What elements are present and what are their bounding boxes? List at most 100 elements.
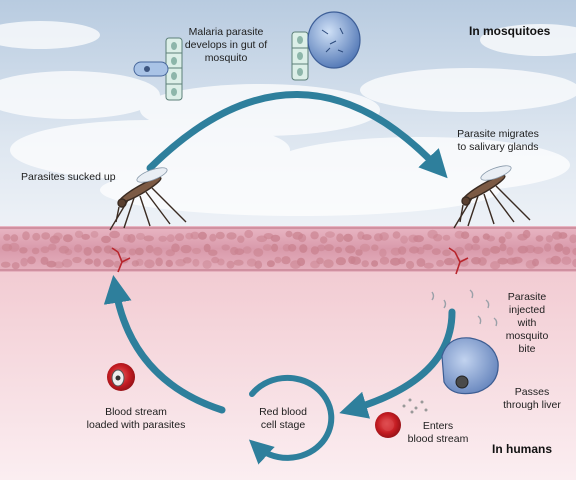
vessel-cell <box>416 258 426 267</box>
mosquito-icon <box>453 165 531 229</box>
vessel-cell <box>32 232 41 241</box>
vessel-cell <box>64 248 73 256</box>
vessel-cell <box>72 256 82 264</box>
cycle-arrow-left <box>103 274 226 414</box>
gut-cells-icon <box>133 37 183 101</box>
vessel-cell <box>287 244 297 252</box>
vessel-cell <box>192 258 200 267</box>
vessel-cell <box>180 244 192 254</box>
vessel-cell <box>217 258 225 266</box>
vessel-cell <box>379 248 387 257</box>
vessel-cell <box>561 256 572 265</box>
liver-cell-icon <box>441 337 499 395</box>
vessel-cell <box>208 249 218 256</box>
vessel-cell <box>397 246 407 255</box>
vessel-cell <box>3 234 11 241</box>
vessel-cell <box>371 260 379 267</box>
vessel-cell <box>46 260 57 268</box>
vessel-cell <box>323 259 334 268</box>
cycle-arrow-right <box>339 308 456 419</box>
vessel-cell <box>84 258 94 265</box>
red-cell-stage-loop <box>248 374 335 465</box>
vessel-cell <box>53 261 65 269</box>
vessel-cell <box>27 256 36 265</box>
vessel-cell <box>350 256 361 265</box>
vessel-cell <box>320 236 328 244</box>
vessel-cell <box>499 243 507 252</box>
vessel-cell <box>535 235 544 242</box>
vessel-cell <box>359 243 371 252</box>
vessel-cell <box>504 231 513 240</box>
vessel-cell <box>192 247 201 255</box>
vessel-cell <box>19 247 28 254</box>
vessel-cell <box>221 244 230 251</box>
vessel-cell <box>8 242 20 252</box>
vessel-cell <box>266 260 275 268</box>
region-title-humans: In humans <box>492 442 553 456</box>
vessel-cell <box>572 258 576 268</box>
vessel-cell <box>113 260 121 268</box>
vessel-cell <box>506 246 514 256</box>
vessel-cell <box>31 247 40 255</box>
vessel-cell <box>310 231 319 240</box>
vessel-cell <box>135 247 144 256</box>
vessel-cell <box>109 247 120 256</box>
vessel-cell <box>545 235 554 243</box>
vessel-cell <box>171 243 180 253</box>
vessel-cell <box>103 259 114 268</box>
vessel-cell <box>233 259 244 266</box>
vessel-cell <box>209 233 217 242</box>
vessel-cell <box>215 231 225 240</box>
vessel-cell <box>83 247 92 256</box>
vessel-cell <box>486 235 495 242</box>
vessel-cell <box>554 243 564 252</box>
vessel-cell <box>532 246 544 254</box>
vessel-cell <box>40 256 49 265</box>
vessel-cell <box>522 229 531 239</box>
vessel-cell <box>22 231 30 241</box>
vessel-cell <box>165 259 173 267</box>
vessel-cell <box>478 257 487 266</box>
vessel-cell <box>53 232 63 240</box>
vessel-cell <box>298 233 307 243</box>
vessel-cell <box>423 262 434 269</box>
vessel-cell <box>40 246 50 254</box>
vessel-cell <box>63 234 73 243</box>
vessel-cell <box>431 248 441 256</box>
step-loaded-label: Blood stream loaded with parasites <box>86 406 186 431</box>
vessel-cell <box>281 256 291 265</box>
step-develops-label: Malaria parasite develops in gut of mosq… <box>184 26 268 64</box>
vessel-cell <box>190 231 200 240</box>
vessel-cell <box>20 257 28 267</box>
vessel-cell <box>317 244 326 252</box>
vessel-cell <box>490 246 501 254</box>
vessel-cell <box>101 235 111 244</box>
vessel-cell <box>49 235 60 244</box>
vessel-cell <box>569 234 576 244</box>
vessel-cell <box>562 246 571 255</box>
vessel-cell <box>166 234 175 243</box>
step-migrates-label: Parasite migrates to salivary glands <box>457 128 539 153</box>
vessel-cell <box>10 234 19 242</box>
vessel-cell <box>392 231 401 239</box>
vessel-cell <box>433 234 443 242</box>
mosquito-icon <box>109 167 187 231</box>
vessel-cell <box>422 244 433 251</box>
vessel-cell <box>343 233 353 242</box>
vessel-cell <box>371 244 379 251</box>
vessel-cell <box>335 257 346 266</box>
vessel-cell <box>226 232 237 240</box>
vessel-cell <box>244 229 254 239</box>
vessel-cell <box>544 243 552 252</box>
merozoites <box>402 398 428 414</box>
vessel-cell <box>182 257 192 264</box>
vessel-cell <box>524 245 536 254</box>
vessel-cell <box>211 256 220 264</box>
vessel-cell <box>81 233 90 240</box>
vessel-cell <box>274 256 282 264</box>
vessel-cell <box>361 260 369 268</box>
vessel-cell <box>127 234 136 243</box>
vessel-cell <box>262 244 272 251</box>
vessel-cell <box>254 260 263 269</box>
